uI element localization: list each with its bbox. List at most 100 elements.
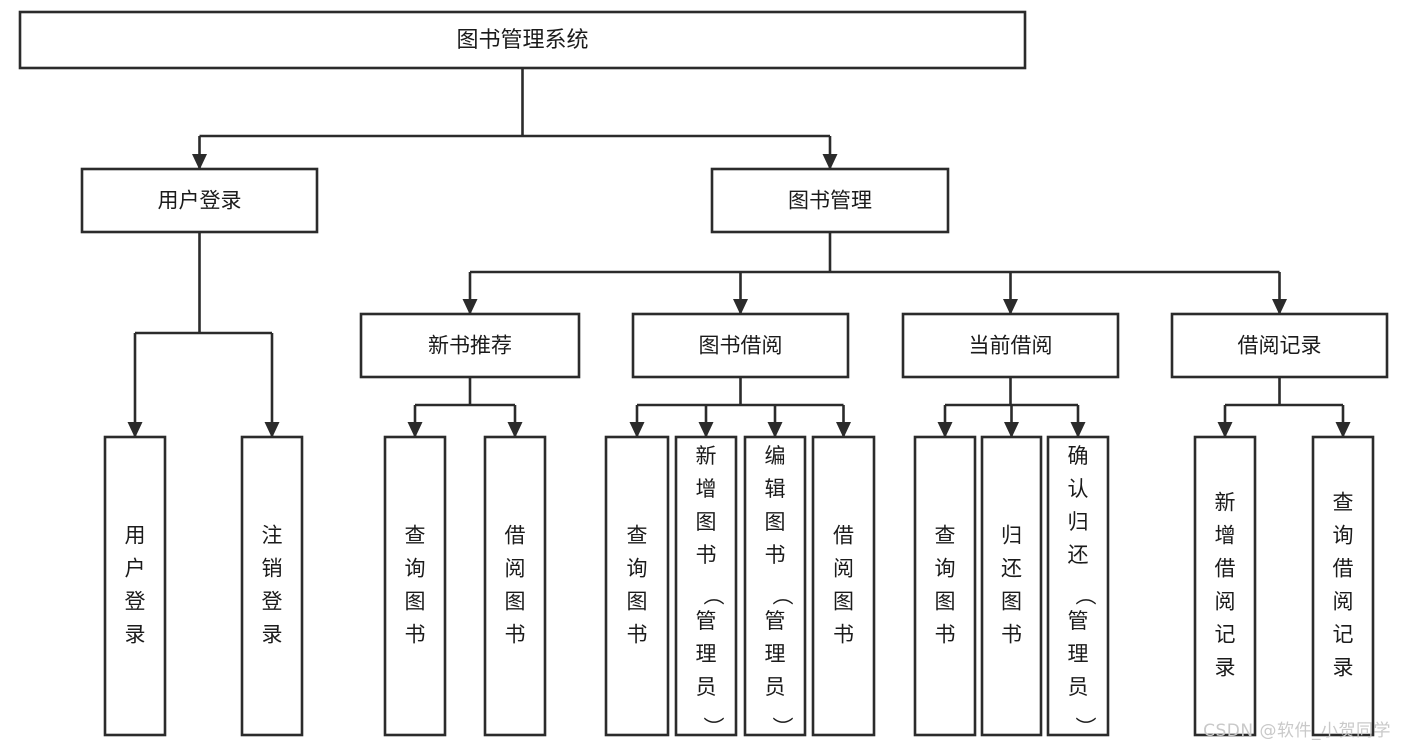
leaf-node-char: 阅 xyxy=(833,557,854,581)
leaf-node-char: 还 xyxy=(1068,543,1089,567)
leaf-node-char: 查 xyxy=(1333,491,1354,515)
leaf-node-char: 图 xyxy=(833,590,854,614)
leaf-node-char: ） xyxy=(701,717,725,738)
leaf-node-char: 登 xyxy=(125,590,146,614)
leaf-node-char: 用 xyxy=(125,524,146,548)
leaf-node-char: 认 xyxy=(1068,477,1089,501)
arrow-head-icon xyxy=(629,422,645,438)
arrow-head-icon xyxy=(733,299,748,315)
leaf-node-char: 询 xyxy=(935,557,956,581)
arrow-head-icon xyxy=(937,422,953,438)
leaf-node-rect xyxy=(674,435,738,737)
leaf-node-char: 阅 xyxy=(1215,590,1236,614)
arrow-head-icon xyxy=(1217,422,1233,438)
leaf-node-char: 图 xyxy=(1001,590,1022,614)
root-node[interactable]: 图书管理系统 xyxy=(18,10,1027,70)
level3-node-label: 当前借阅 xyxy=(969,334,1053,358)
arrow-head-icon xyxy=(192,154,207,170)
arrow-head-icon xyxy=(407,422,423,438)
leaf-node-char: 新 xyxy=(696,444,717,468)
leaf-node-char: 图 xyxy=(765,510,786,534)
leaf-node-rect xyxy=(604,435,670,737)
leaf-node-char: 编 xyxy=(765,444,786,468)
level2-node-rect xyxy=(80,167,319,234)
connector-layer xyxy=(127,68,1351,438)
level3-node-rect xyxy=(359,312,581,379)
leaf-node-char: 阅 xyxy=(1333,590,1354,614)
leaf-node-char: 新 xyxy=(1215,491,1236,515)
level2-node[interactable]: 用户登录 xyxy=(80,167,319,234)
leaf-node-rect xyxy=(743,435,807,737)
level3-node-label: 借阅记录 xyxy=(1238,334,1322,358)
leaf-node-rect xyxy=(1193,435,1257,737)
leaf-node-char: 员 xyxy=(696,675,717,699)
leaf-node-char: 书 xyxy=(405,623,426,647)
leaf-node-rect xyxy=(240,435,304,737)
leaf-node[interactable]: 用户登录 xyxy=(103,435,167,737)
level3-node[interactable]: 图书借阅 xyxy=(631,312,850,379)
leaf-node-char: 管 xyxy=(765,609,786,633)
arrow-head-icon xyxy=(698,422,714,438)
leaf-node-char: 记 xyxy=(1333,623,1354,647)
arrow-head-icon xyxy=(507,422,523,438)
leaf-node-char: 录 xyxy=(1333,656,1354,680)
leaf-node-char: （ xyxy=(1073,585,1097,606)
leaf-node-char: （ xyxy=(770,585,794,606)
leaf-node-char: 书 xyxy=(505,623,526,647)
arrow-head-icon xyxy=(836,422,851,438)
level3-node-label: 图书借阅 xyxy=(699,334,783,358)
root-node-label: 图书管理系统 xyxy=(456,28,588,53)
arrow-head-icon xyxy=(1070,422,1086,438)
leaf-node-char: 管 xyxy=(696,609,717,633)
root-node-rect xyxy=(18,10,1027,70)
leaf-node-char: 查 xyxy=(405,524,426,548)
leaf-node-char: ） xyxy=(1073,717,1097,738)
leaf-node-char: 查 xyxy=(935,524,956,548)
leaf-node-char: ） xyxy=(770,717,794,738)
leaf-node-char: 询 xyxy=(627,557,648,581)
leaf-node-char: 书 xyxy=(833,623,854,647)
leaf-node-rect xyxy=(811,435,876,737)
leaf-node-char: 借 xyxy=(505,524,526,548)
level2-node[interactable]: 图书管理 xyxy=(710,167,950,234)
leaf-node-rect xyxy=(103,435,167,737)
node-layer: 图书管理系统用户登录图书管理新书推荐图书借阅当前借阅借阅记录用户登录注销登录查询… xyxy=(18,10,1389,738)
level3-node-rect xyxy=(901,312,1120,379)
leaf-node-char: 书 xyxy=(627,623,648,647)
leaf-node-char: 员 xyxy=(1068,675,1089,699)
level3-node-label: 新书推荐 xyxy=(428,334,512,358)
leaf-node-char: 管 xyxy=(1068,609,1089,633)
leaf-node-rect xyxy=(1311,435,1375,737)
arrow-head-icon xyxy=(1003,299,1018,315)
leaf-node-char: 销 xyxy=(262,557,283,581)
level3-node[interactable]: 新书推荐 xyxy=(359,312,581,379)
level3-node[interactable]: 借阅记录 xyxy=(1170,312,1389,379)
leaf-node-char: 确 xyxy=(1068,444,1089,468)
leaf-node-char: 图 xyxy=(627,590,648,614)
leaf-node-char: 增 xyxy=(696,477,717,501)
arrow-head-icon xyxy=(127,422,143,438)
arrow-head-icon xyxy=(1272,299,1287,315)
level3-node[interactable]: 当前借阅 xyxy=(901,312,1120,379)
arrow-head-icon xyxy=(767,422,783,438)
leaf-node-char: 归 xyxy=(1001,524,1022,548)
level2-node-rect xyxy=(710,167,950,234)
arrow-head-icon xyxy=(264,422,280,438)
leaf-node-char: 理 xyxy=(696,642,717,666)
leaf-node-char: 增 xyxy=(1215,524,1236,548)
leaf-node-char: 书 xyxy=(696,543,717,567)
leaf-node-rect xyxy=(980,435,1043,737)
